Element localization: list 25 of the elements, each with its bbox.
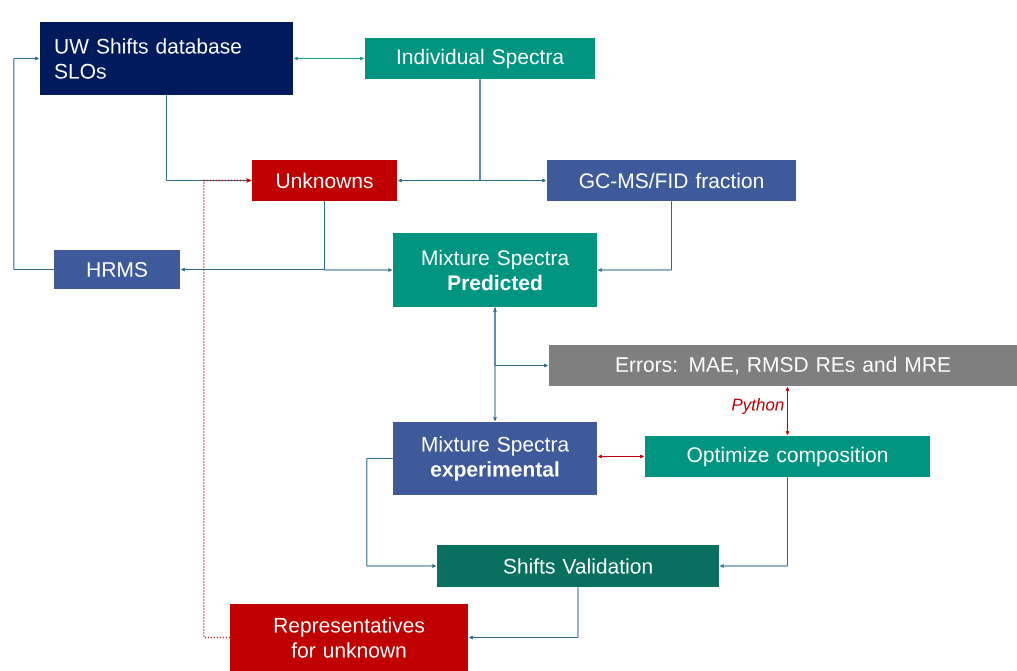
process-box: Representatives for unknown [230,604,468,671]
arrow [294,56,364,61]
process-box: Unknowns [252,160,397,201]
edge-label: Python [730,397,786,415]
arrow [366,458,436,568]
arrow [166,94,251,183]
arrow [494,306,548,368]
arrow [479,78,546,183]
process-box: Shifts Validation [437,545,719,587]
process-box: Mixture Spectra experimental [393,422,597,495]
process-box: UW Shifts database SLOs [40,22,293,95]
process-box: HRMS [54,250,180,289]
arrow [785,387,790,435]
process-box: GC-MS/FID fraction [547,160,796,201]
arrow [598,454,644,459]
process-box: Optimize composition [645,436,930,477]
arrow [324,200,392,272]
process-box: Individual Spectra [365,38,595,79]
arrow [469,586,579,640]
arrow [598,200,672,272]
process-box: Mixture Spectra Predicted [393,233,597,307]
arrow [493,308,497,421]
arrow [720,476,788,568]
arrow [13,56,55,270]
process-box: Errors: MAE, RMSD REs and MRE [549,345,1017,386]
